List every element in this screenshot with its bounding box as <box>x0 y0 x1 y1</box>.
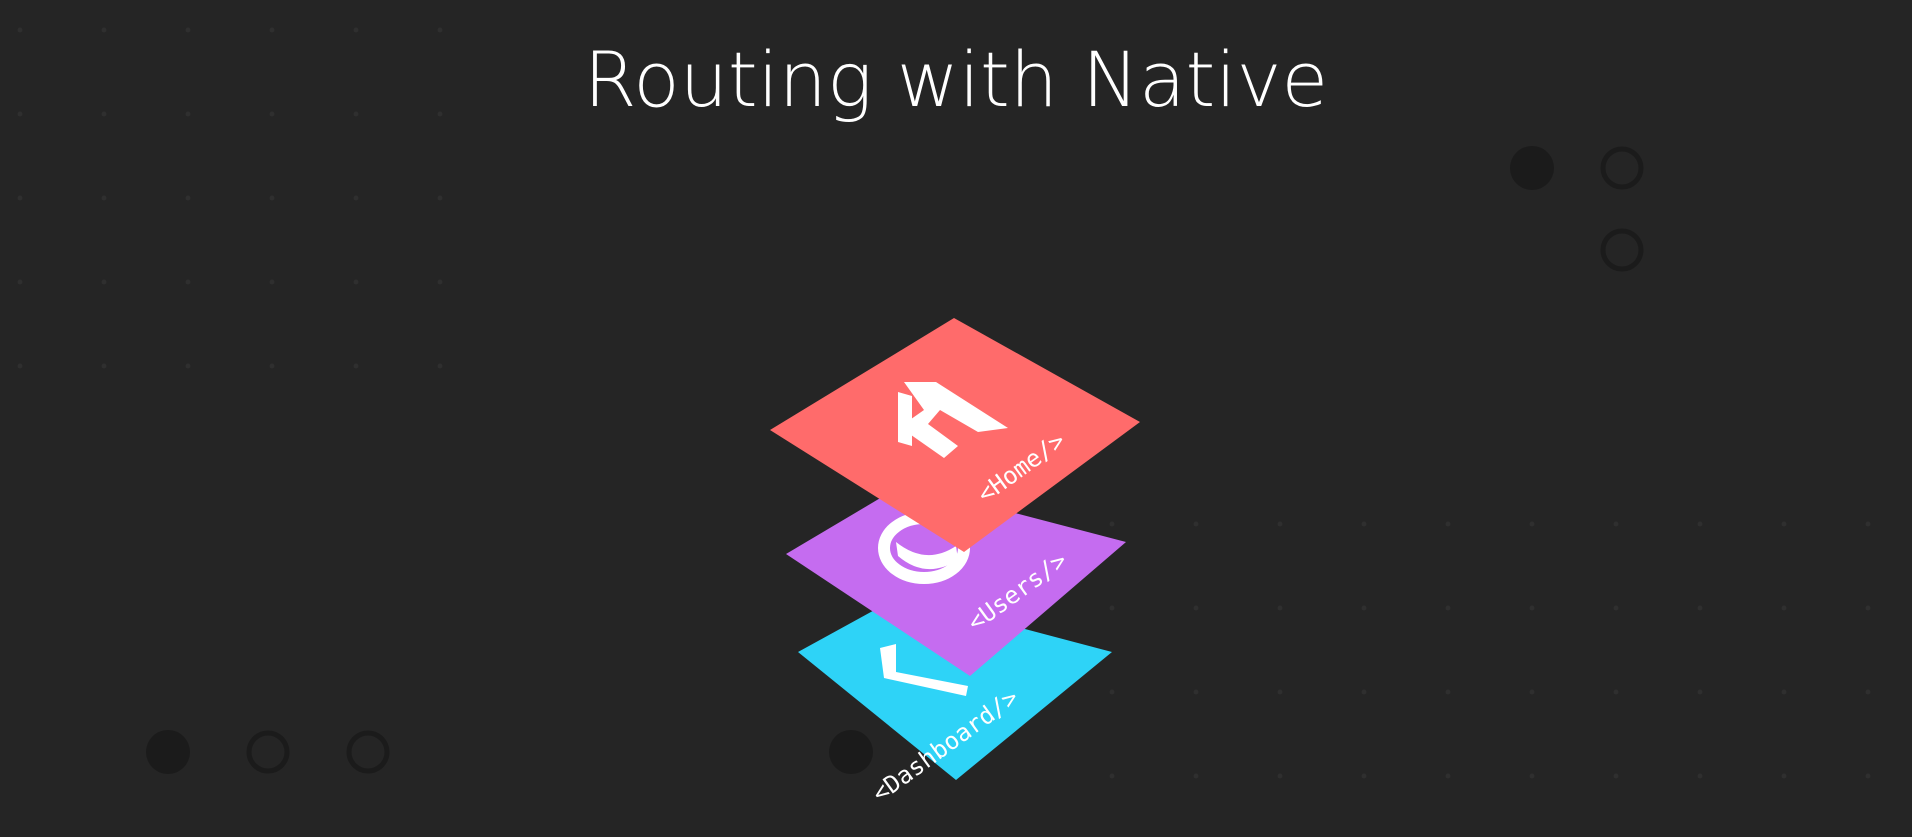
grid-dot <box>1445 521 1451 527</box>
grid-dot <box>185 195 191 201</box>
filled-circle-decoration <box>829 730 873 774</box>
grid-dot <box>437 363 443 369</box>
grid-dot <box>1193 605 1199 611</box>
grid-dot <box>269 279 275 285</box>
grid-dot <box>269 111 275 117</box>
ring-decoration <box>1600 228 1644 272</box>
grid-dot <box>1781 605 1787 611</box>
home-card: <Home/> <box>770 318 1140 552</box>
grid-dot <box>185 363 191 369</box>
grid-dot <box>269 363 275 369</box>
grid-dot <box>1613 521 1619 527</box>
grid-dot <box>1445 605 1451 611</box>
grid-dot <box>1361 689 1367 695</box>
grid-dot <box>353 195 359 201</box>
grid-dot <box>101 27 107 33</box>
ring-decoration <box>346 730 390 774</box>
grid-dot <box>1193 689 1199 695</box>
grid-dot <box>1529 689 1535 695</box>
grid-dot <box>353 363 359 369</box>
grid-dot <box>1865 605 1871 611</box>
grid-dot <box>437 111 443 117</box>
ring-decoration <box>1600 146 1644 190</box>
ring-decoration <box>246 730 290 774</box>
grid-dot <box>1781 773 1787 779</box>
grid-dot <box>269 195 275 201</box>
grid-dot <box>437 27 443 33</box>
grid-dot <box>185 279 191 285</box>
grid-dot <box>1109 605 1115 611</box>
grid-dot <box>1277 773 1283 779</box>
grid-dot <box>185 111 191 117</box>
grid-dot <box>17 195 23 201</box>
grid-dot <box>1865 521 1871 527</box>
grid-dot <box>1697 521 1703 527</box>
grid-dot <box>101 195 107 201</box>
grid-dot <box>101 363 107 369</box>
grid-dot <box>1109 521 1115 527</box>
grid-dot <box>269 27 275 33</box>
dashboard-icon <box>880 644 968 696</box>
grid-dot <box>1361 773 1367 779</box>
grid-dot <box>1529 521 1535 527</box>
grid-dot <box>1361 521 1367 527</box>
grid-dot <box>1277 689 1283 695</box>
grid-dot <box>1109 773 1115 779</box>
grid-dot <box>353 111 359 117</box>
filled-circle-decoration <box>1510 146 1554 190</box>
grid-dot <box>185 27 191 33</box>
grid-dot <box>1613 605 1619 611</box>
page-title: Routing with Native <box>583 35 1329 124</box>
filled-circle-decoration <box>146 730 190 774</box>
grid-dot <box>1193 773 1199 779</box>
grid-dot <box>1277 605 1283 611</box>
grid-dot <box>1193 521 1199 527</box>
grid-dot <box>17 111 23 117</box>
grid-dot <box>1445 689 1451 695</box>
grid-dot <box>1109 689 1115 695</box>
grid-dot <box>1865 689 1871 695</box>
grid-dot <box>1613 689 1619 695</box>
grid-dot <box>1277 521 1283 527</box>
grid-dot <box>437 279 443 285</box>
grid-dot <box>1697 773 1703 779</box>
grid-dot <box>1529 773 1535 779</box>
grid-dot <box>1529 605 1535 611</box>
grid-dot <box>1781 689 1787 695</box>
grid-dot <box>353 27 359 33</box>
grid-dot <box>17 27 23 33</box>
grid-dot <box>17 363 23 369</box>
home-icon <box>898 382 1008 458</box>
grid-dot <box>1613 773 1619 779</box>
grid-dot <box>1865 773 1871 779</box>
grid-dot <box>437 195 443 201</box>
grid-dot <box>1697 605 1703 611</box>
grid-dot <box>101 279 107 285</box>
grid-dot <box>1697 689 1703 695</box>
grid-dot <box>17 279 23 285</box>
grid-dot <box>353 279 359 285</box>
grid-dot <box>101 111 107 117</box>
grid-dot <box>1361 605 1367 611</box>
grid-dot <box>1781 521 1787 527</box>
grid-dot <box>1445 773 1451 779</box>
